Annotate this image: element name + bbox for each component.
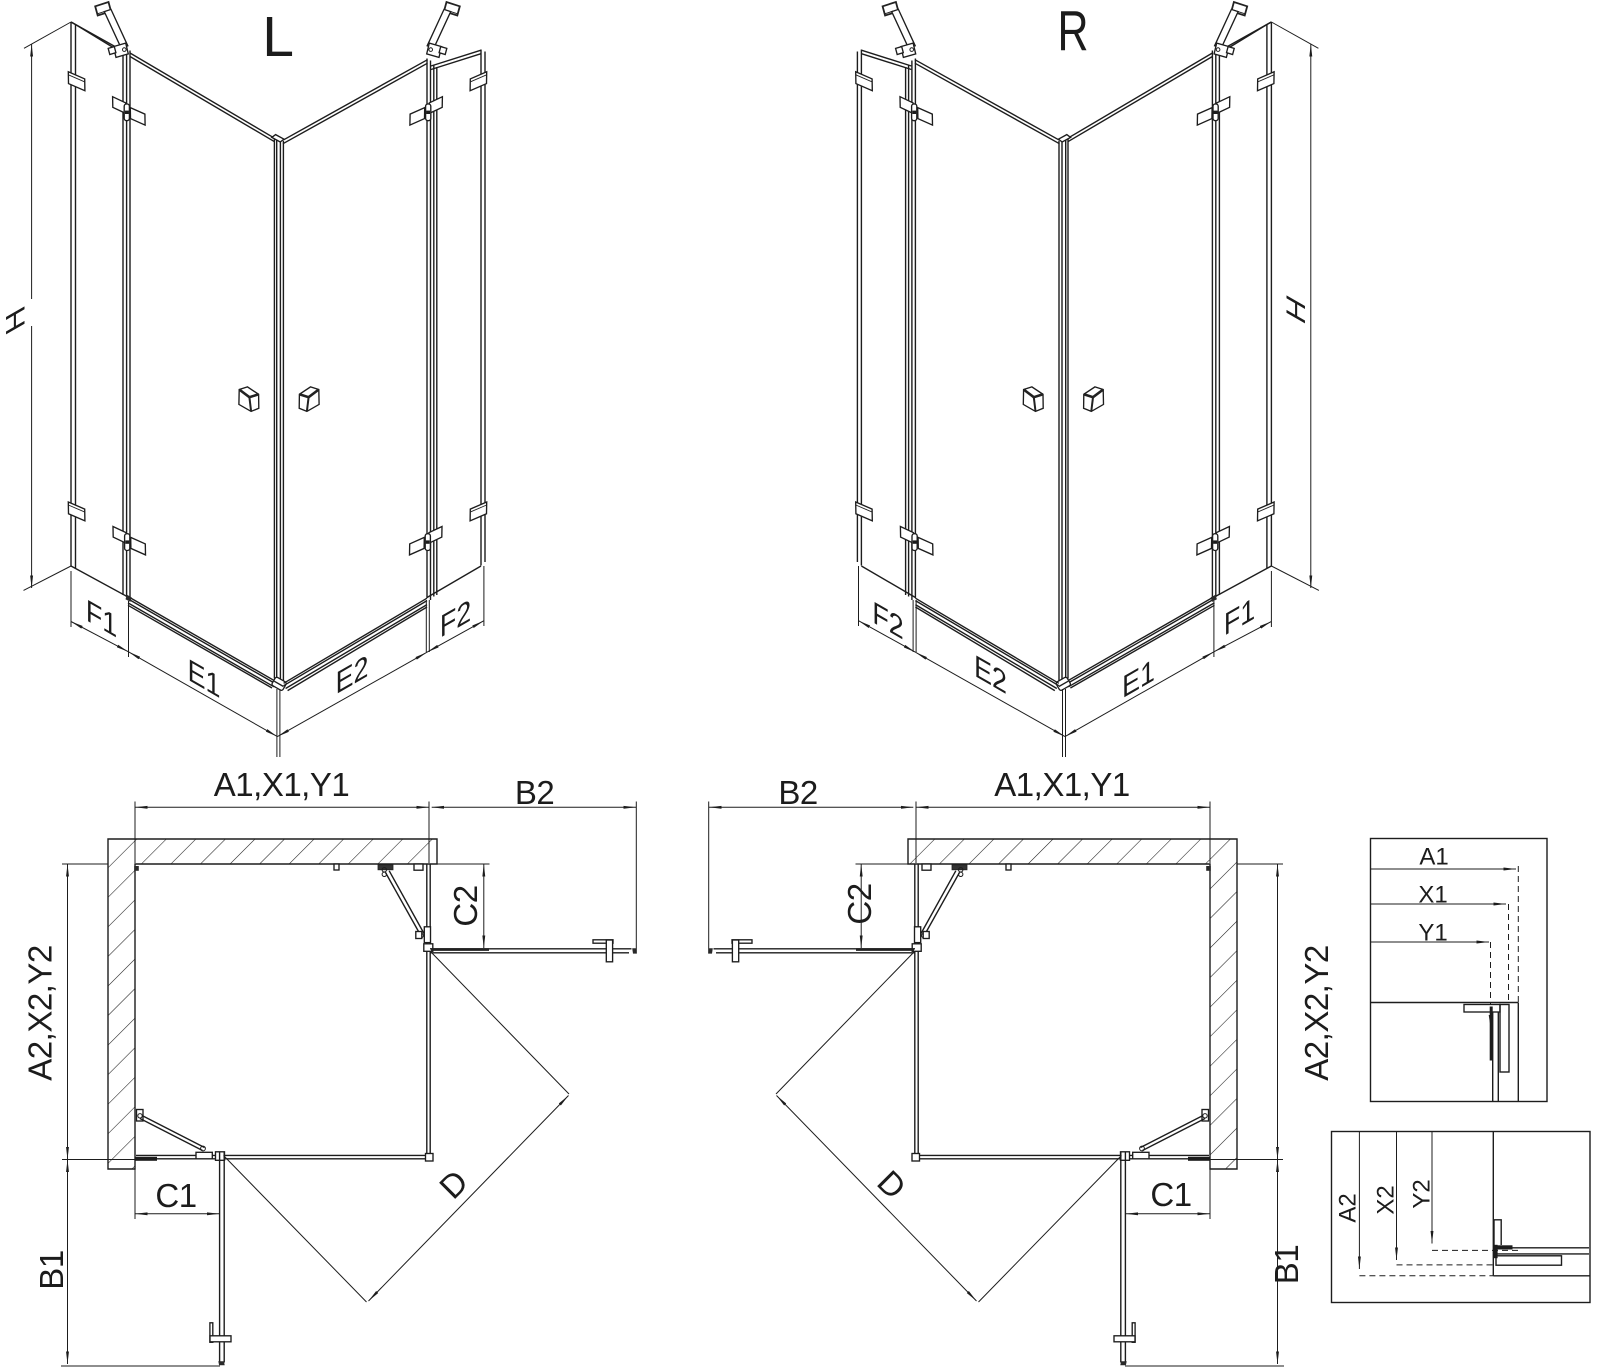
svg-text:A1: A1 — [1419, 844, 1448, 871]
svg-text:F2: F2 — [440, 592, 471, 645]
svg-text:H: H — [0, 300, 30, 340]
svg-text:A1,X1,Y1: A1,X1,Y1 — [994, 766, 1129, 803]
svg-text:Y2: Y2 — [1409, 1179, 1436, 1208]
svg-text:D: D — [432, 1163, 475, 1206]
svg-text:A2: A2 — [1335, 1193, 1362, 1222]
svg-text:E1: E1 — [188, 652, 221, 706]
svg-text:X1: X1 — [1418, 882, 1447, 909]
svg-text:B2: B2 — [778, 774, 817, 811]
svg-text:A2,X2,Y2: A2,X2,Y2 — [21, 945, 58, 1080]
svg-text:X2: X2 — [1373, 1185, 1400, 1214]
svg-text:B1: B1 — [33, 1250, 70, 1289]
svg-text:F1: F1 — [1224, 590, 1255, 643]
svg-text:E1: E1 — [1122, 652, 1155, 706]
svg-text:R: R — [1058, 0, 1089, 63]
svg-text:A2,X2,Y2: A2,X2,Y2 — [1298, 945, 1335, 1080]
svg-text:C2: C2 — [447, 885, 484, 926]
svg-text:F2: F2 — [872, 594, 903, 647]
svg-text:A1,X1,Y1: A1,X1,Y1 — [214, 766, 349, 803]
svg-text:D: D — [870, 1163, 913, 1206]
svg-text:C1: C1 — [1150, 1176, 1191, 1213]
svg-text:B2: B2 — [515, 774, 554, 811]
svg-text:C2: C2 — [841, 883, 878, 924]
svg-text:C1: C1 — [155, 1177, 196, 1214]
svg-text:L: L — [262, 5, 294, 69]
svg-text:Y1: Y1 — [1418, 920, 1447, 947]
svg-text:B1: B1 — [1268, 1245, 1305, 1284]
svg-text:H: H — [1280, 289, 1310, 329]
